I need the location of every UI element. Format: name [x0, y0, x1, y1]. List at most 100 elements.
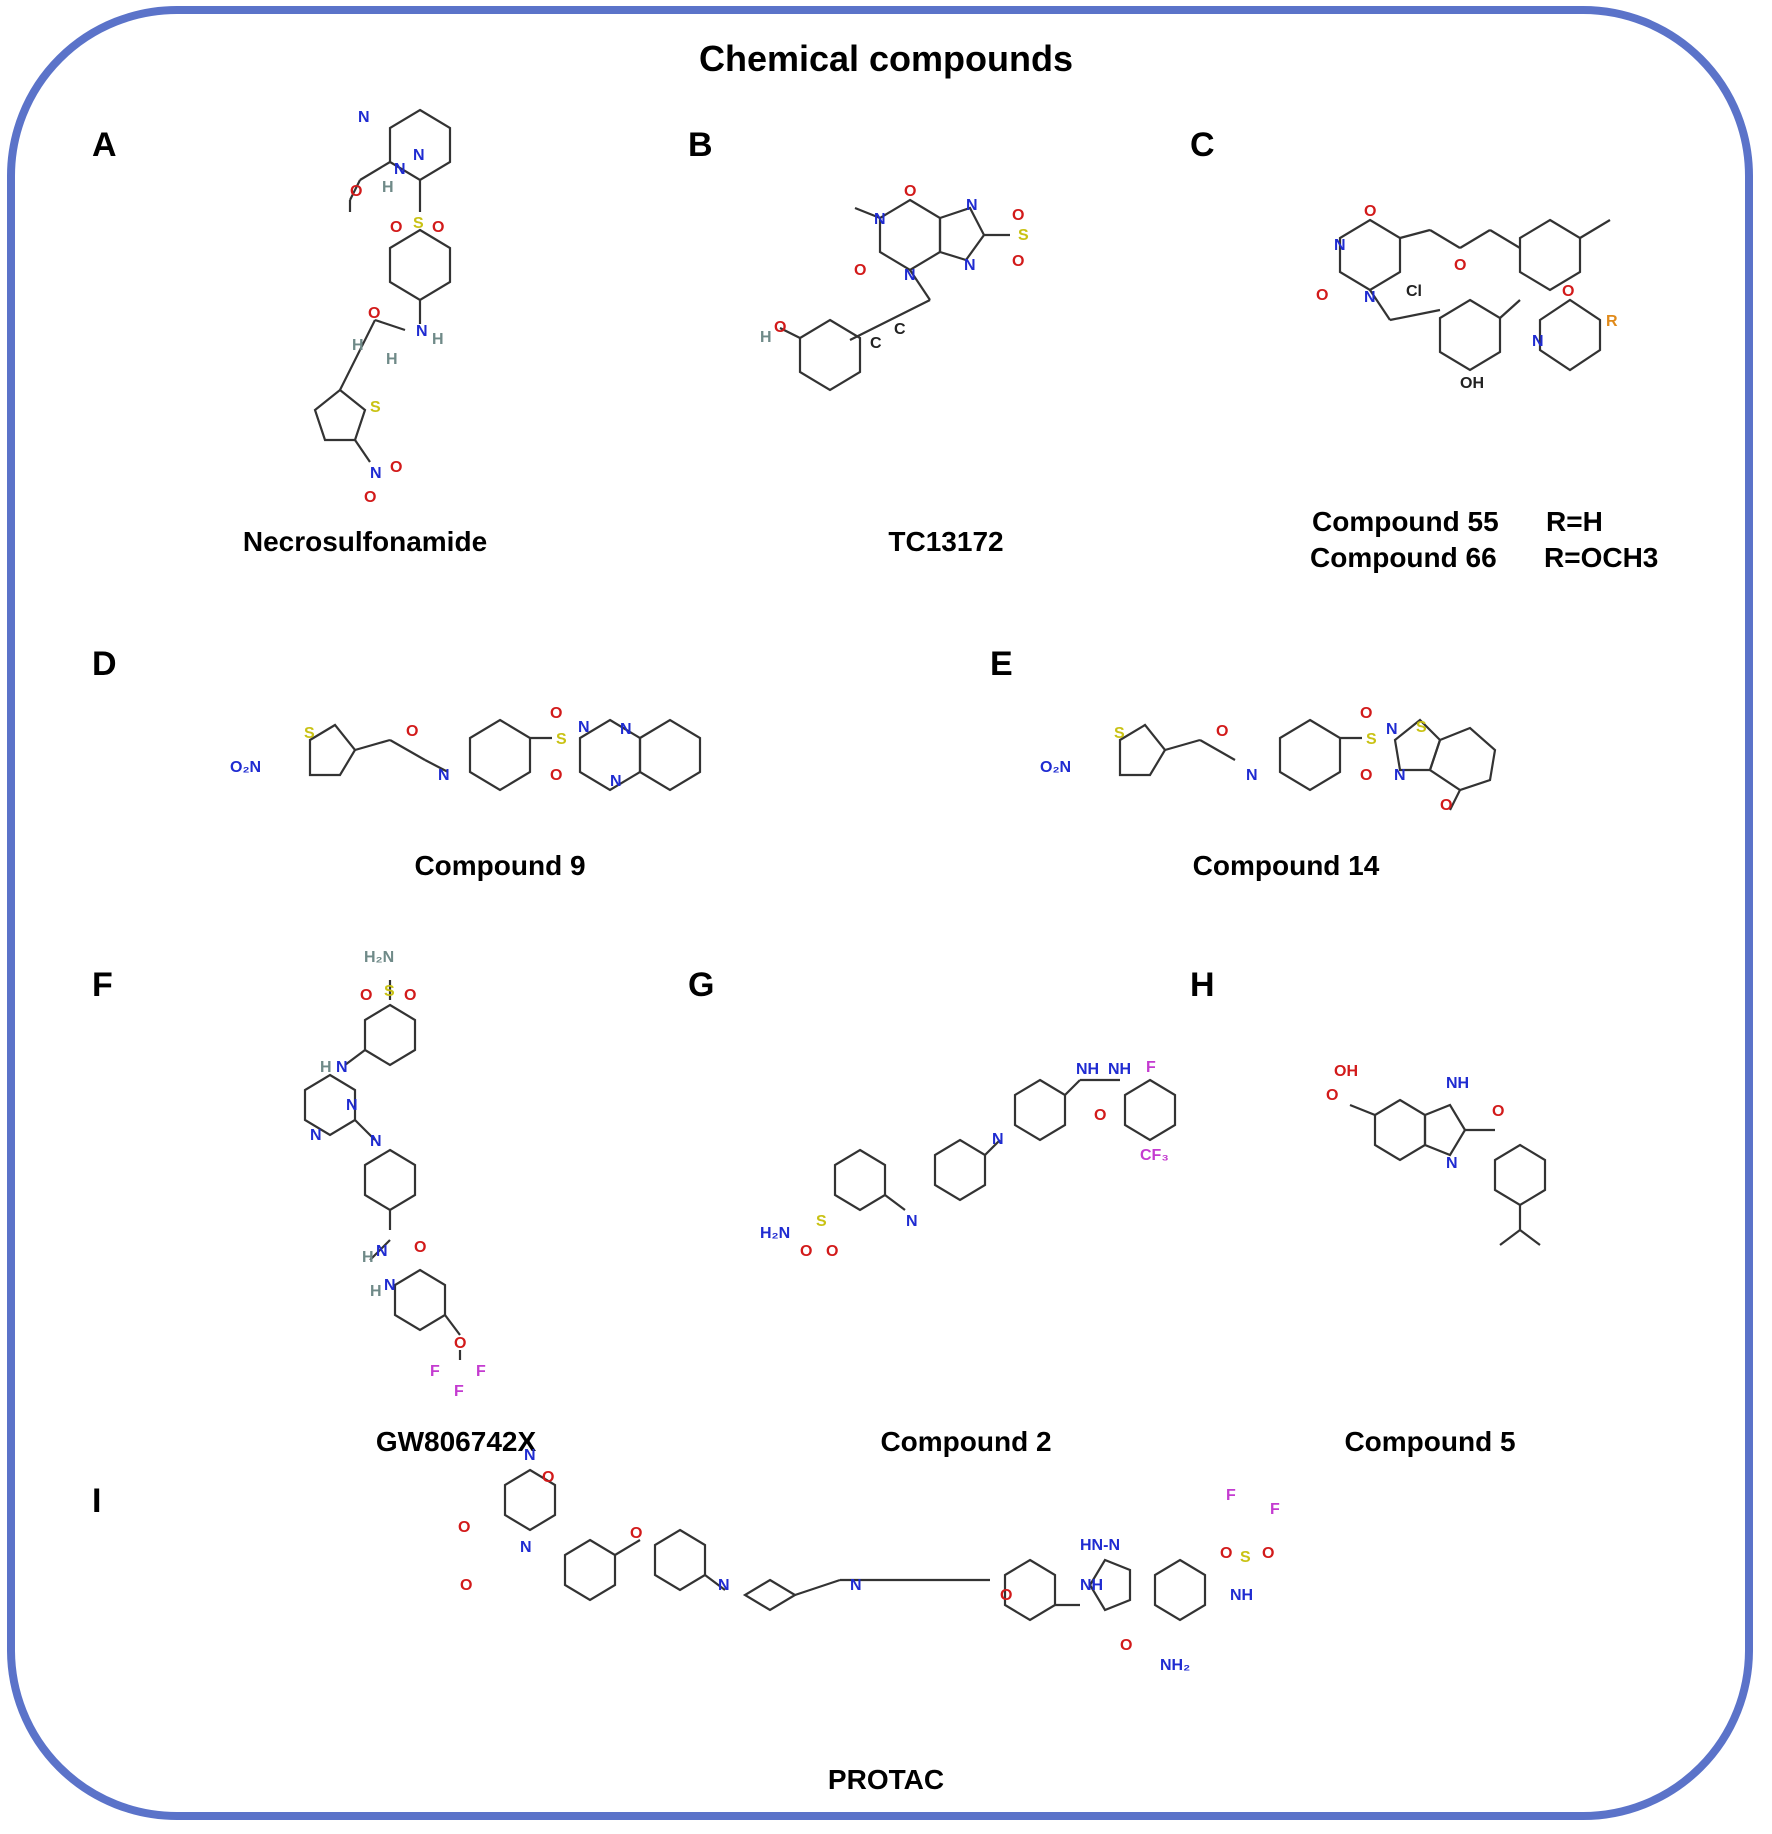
svg-text:S: S — [1114, 725, 1125, 742]
svg-text:S: S — [304, 725, 315, 742]
svg-text:N: N — [384, 1277, 396, 1294]
compound-name-tc13172: TC13172 — [888, 526, 1004, 557]
svg-text:N: N — [904, 267, 916, 284]
structure-compound-55-66: O N O N Cl O OH N O R — [1316, 203, 1618, 392]
svg-text:N: N — [1386, 721, 1398, 738]
r-group-55: R=H — [1546, 506, 1603, 537]
svg-text:H: H — [760, 329, 772, 346]
svg-text:O₂N: O₂N — [230, 759, 261, 776]
svg-text:HN-N: HN-N — [1080, 1537, 1120, 1554]
svg-text:N: N — [966, 197, 978, 214]
svg-text:F: F — [1146, 1059, 1156, 1076]
svg-text:O: O — [1000, 1587, 1012, 1604]
svg-text:O: O — [1012, 207, 1024, 224]
compound-name-gw806742x: GW806742X — [375, 1426, 537, 1457]
svg-text:NH: NH — [1076, 1061, 1099, 1078]
svg-text:N: N — [906, 1213, 918, 1230]
svg-text:O: O — [550, 767, 562, 784]
svg-text:O: O — [360, 987, 372, 1004]
svg-text:O: O — [550, 705, 562, 722]
svg-text:O: O — [1360, 767, 1372, 784]
r-group-66: R=OCH3 — [1544, 542, 1659, 573]
structure-tc13172: O N O N N N S O O C C H O — [760, 183, 1029, 392]
svg-text:O: O — [1216, 723, 1228, 740]
svg-text:O: O — [406, 723, 418, 740]
svg-text:C: C — [870, 335, 882, 352]
structure-compound-9: O₂N S O N S O O N N N — [230, 705, 702, 792]
compound-name-55: Compound 55 — [1312, 506, 1499, 537]
svg-text:N: N — [370, 465, 382, 482]
svg-text:N: N — [346, 1097, 358, 1114]
svg-text:S: S — [1018, 227, 1029, 244]
svg-text:O: O — [800, 1243, 812, 1260]
panel-letter-g: G — [688, 966, 715, 1004]
svg-text:O: O — [1326, 1087, 1338, 1104]
structure-necrosulfonamide: N N H N O O S O N H O H H S N O O — [313, 108, 452, 506]
svg-text:H₂N: H₂N — [760, 1225, 790, 1242]
svg-text:NH₂: NH₂ — [1160, 1657, 1190, 1674]
svg-text:NH: NH — [1230, 1587, 1253, 1604]
svg-text:N: N — [850, 1577, 862, 1594]
svg-text:S: S — [1416, 719, 1427, 736]
svg-text:N: N — [964, 257, 976, 274]
svg-text:S: S — [1240, 1549, 1251, 1566]
svg-text:O: O — [364, 489, 376, 506]
svg-text:N: N — [413, 147, 425, 164]
svg-text:N: N — [394, 161, 406, 178]
svg-text:N: N — [438, 767, 450, 784]
structure-compound-5: O OH NH N O — [1326, 1063, 1547, 1246]
svg-text:H: H — [362, 1249, 374, 1266]
svg-text:O: O — [460, 1577, 472, 1594]
compound-name-2: Compound 2 — [880, 1426, 1052, 1457]
svg-text:N: N — [336, 1059, 348, 1076]
svg-text:N: N — [1246, 767, 1258, 784]
structure-compound-2: H₂N S O O N N NH NH O F CF₃ — [760, 1059, 1177, 1260]
svg-text:O: O — [774, 319, 786, 336]
svg-text:OH: OH — [1334, 1063, 1358, 1080]
svg-text:N: N — [1394, 767, 1406, 784]
svg-text:F: F — [430, 1363, 440, 1380]
svg-text:NH: NH — [1080, 1577, 1103, 1594]
panel-letter-b: B — [688, 126, 713, 164]
compound-name-protac: PROTAC — [827, 1764, 945, 1795]
svg-text:N: N — [1532, 333, 1544, 350]
svg-text:H: H — [352, 337, 364, 354]
svg-text:O: O — [432, 219, 444, 236]
svg-text:N: N — [524, 1447, 536, 1464]
svg-text:N: N — [358, 109, 370, 126]
svg-text:H: H — [382, 179, 394, 196]
svg-text:NH: NH — [1446, 1075, 1469, 1092]
svg-text:C: C — [894, 321, 906, 338]
compound-name-5: Compound 5 — [1344, 1426, 1516, 1457]
svg-text:O: O — [414, 1239, 426, 1256]
svg-text:F: F — [454, 1383, 464, 1400]
svg-text:H: H — [432, 331, 444, 348]
svg-text:Cl: Cl — [1406, 283, 1422, 300]
svg-text:N: N — [520, 1539, 532, 1556]
compound-name-necrosulfonamide: Necrosulfonamide — [242, 526, 488, 557]
svg-text:F: F — [1226, 1487, 1236, 1504]
svg-text:O: O — [1262, 1545, 1274, 1562]
svg-text:O: O — [1012, 253, 1024, 270]
svg-text:N: N — [310, 1127, 322, 1144]
structure-compound-14: O₂N S O N S O O N S N O — [1040, 705, 1497, 814]
panel-letter-h: H — [1190, 966, 1215, 1004]
svg-text:O: O — [904, 183, 916, 200]
svg-text:N: N — [718, 1577, 730, 1594]
compound-name-66: Compound 66 — [1310, 542, 1497, 573]
svg-text:O: O — [1440, 797, 1452, 814]
svg-text:N: N — [620, 721, 632, 738]
svg-text:N: N — [1446, 1155, 1458, 1172]
svg-text:O: O — [1492, 1103, 1504, 1120]
svg-text:H: H — [320, 1059, 332, 1076]
panel-letter-i: I — [92, 1482, 102, 1520]
structure-gw806742x: H₂N O S O H N N N N H N O H N O F F F — [303, 949, 486, 1400]
panel-letter-c: C — [1190, 126, 1215, 164]
structure-protac: O N O N O O N N O NH HN-N O NH₂ NH S O O… — [458, 1447, 1280, 1674]
svg-text:O: O — [1220, 1545, 1232, 1562]
svg-text:O: O — [1120, 1637, 1132, 1654]
svg-text:O₂N: O₂N — [1040, 759, 1071, 776]
svg-text:O: O — [368, 305, 380, 322]
svg-text:O: O — [1364, 203, 1376, 220]
svg-text:O: O — [390, 219, 402, 236]
